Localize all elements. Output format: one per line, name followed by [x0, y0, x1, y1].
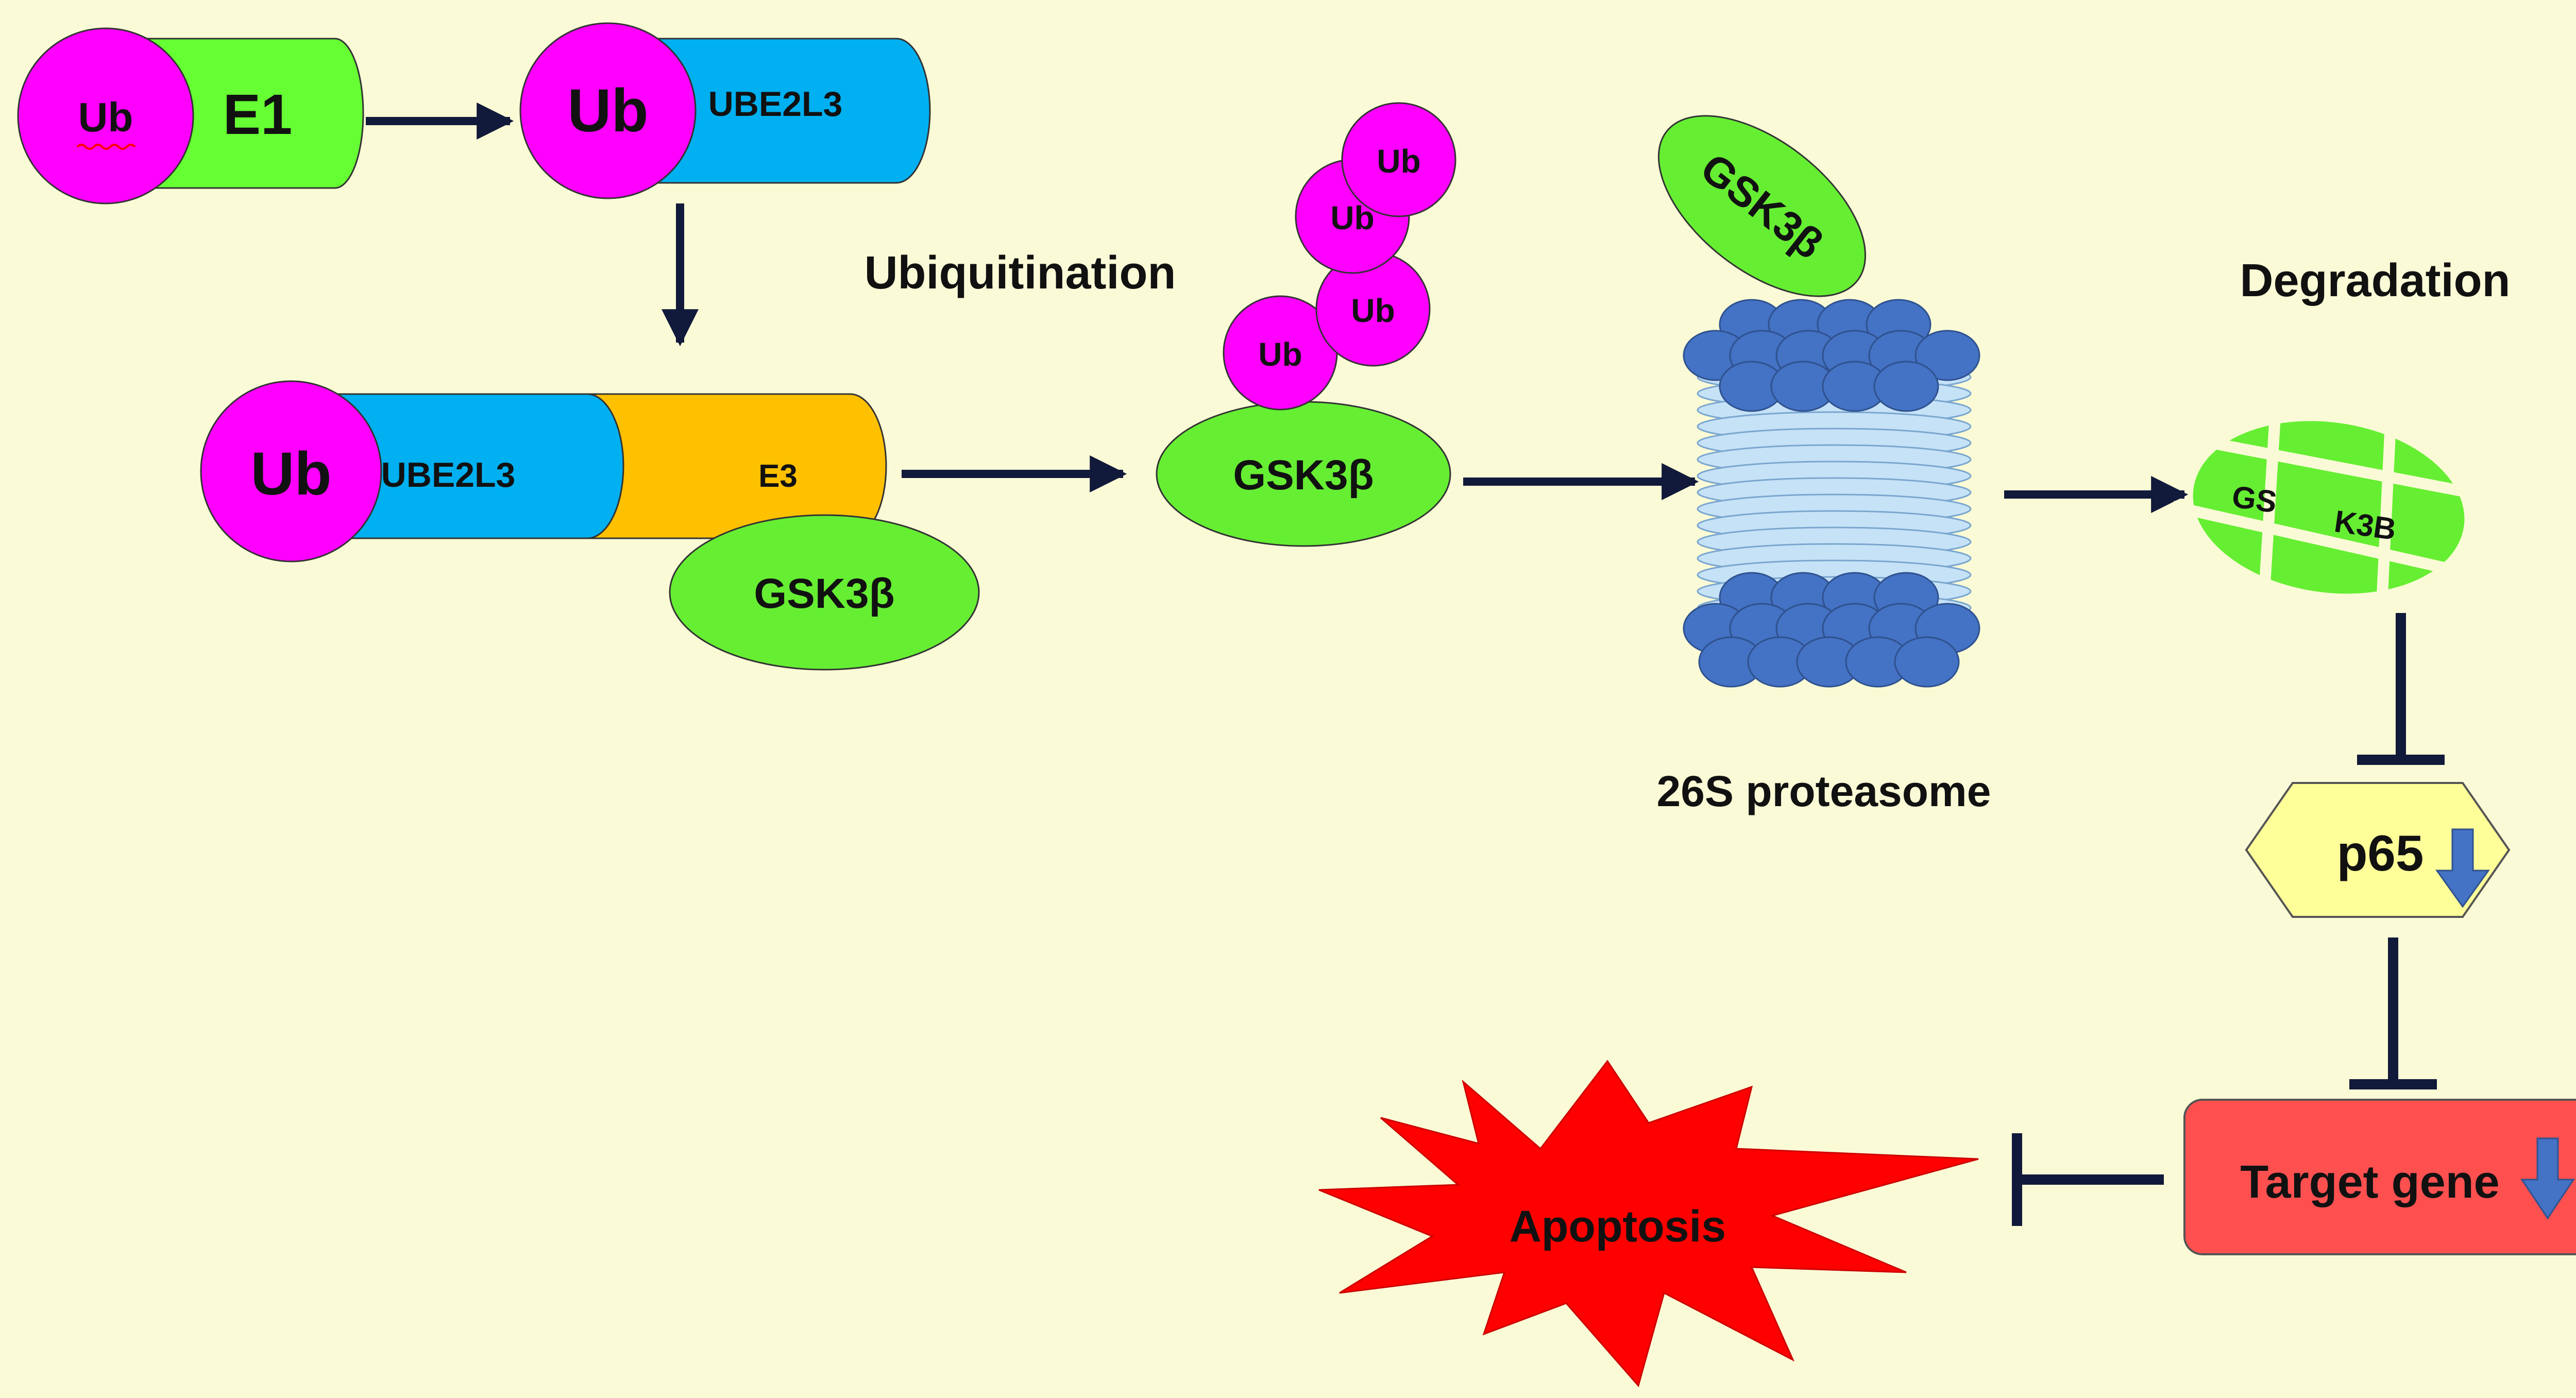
gsk3b-substrate	[1657, 115, 1867, 297]
ub-circle	[200, 380, 382, 562]
ub-circle	[17, 27, 194, 204]
inhibit-to-p65	[2357, 613, 2445, 765]
inhibit-to-target-gene	[2349, 937, 2437, 1089]
proteasome-top-cap	[1683, 299, 1980, 412]
proteasome-label: 26S proteasome	[1657, 767, 1991, 815]
ubiquitin-chain: Ub Ub Ub Ub	[1223, 102, 1456, 411]
down-arrow-icon	[2520, 1137, 2575, 1220]
proteasome-cap-subunit	[1894, 636, 1960, 688]
ub-chain-link	[1341, 102, 1456, 217]
ubiquitination-label: Ubiquitination	[865, 247, 1176, 299]
degraded-gsk3b: GS K3B	[2171, 401, 2488, 614]
fragment-label: GS	[2230, 479, 2279, 519]
gsk3b-fragments	[2193, 421, 2465, 594]
target-gene-box	[2183, 1099, 2576, 1255]
e1-label: E1	[223, 83, 293, 146]
ub-circle	[519, 22, 697, 199]
target-gene-label: Target gene	[2240, 1156, 2499, 1208]
gsk3b-label: GSK3β	[754, 570, 894, 617]
proteasome-26s: GSK3β	[1657, 115, 1980, 688]
gsk3b-label: GSK3β	[1233, 452, 1374, 499]
apoptosis-node: Apoptosis	[1318, 1060, 1979, 1388]
target-gene-node: Target gene	[2183, 1099, 2576, 1255]
proteasome-bottom-cap	[1683, 572, 1980, 688]
ub-ube2l3-complex: UBE2L3 Ub	[519, 22, 931, 199]
p65-label: p65	[2337, 825, 2424, 881]
ub-label: Ub	[78, 94, 133, 140]
polyubiquitinated-gsk3b: GSK3β Ub Ub Ub Ub	[1156, 102, 1456, 547]
ub-chain-label: Ub	[1351, 292, 1395, 329]
apoptosis-label: Apoptosis	[1510, 1202, 1726, 1251]
down-arrow-icon	[2435, 828, 2490, 908]
spellcheck-underline	[76, 144, 136, 150]
proteasome-cap-subunit	[1873, 361, 1939, 412]
inhibit-to-apoptosis	[2012, 1133, 2164, 1226]
fragment-crack	[2171, 501, 2477, 581]
e3-label: E3	[758, 458, 798, 494]
gsk3b-substrate	[669, 514, 980, 671]
p65-node: p65	[2245, 782, 2511, 918]
fragment-label: K3B	[2332, 504, 2398, 547]
ub-e1-complex: E1 Ub	[17, 27, 364, 204]
ub-chain-label: Ub	[1377, 143, 1420, 180]
proteasome-cap-subunit	[1914, 330, 1980, 381]
p65-hexagon	[2245, 782, 2511, 918]
ub-label: Ub	[250, 440, 331, 508]
ub-label: Ub	[567, 77, 648, 145]
apoptosis-burst	[1318, 1060, 1979, 1388]
ub-ube2l3-e3-complex: E3 UBE2L3 Ub GSK3β	[200, 380, 980, 671]
ube2l3-label: UBE2L3	[708, 84, 843, 124]
fragment-crack	[2258, 401, 2282, 598]
degradation-label: Degradation	[2240, 255, 2510, 306]
fragment-crack	[2181, 432, 2488, 502]
ub-chain-label: Ub	[1258, 336, 1302, 373]
ube2l3-label: UBE2L3	[381, 455, 516, 495]
fragment-crack	[2376, 417, 2397, 614]
gsk3b-docked: GSK3β	[1657, 115, 1867, 297]
e1-cylinder	[133, 38, 364, 189]
